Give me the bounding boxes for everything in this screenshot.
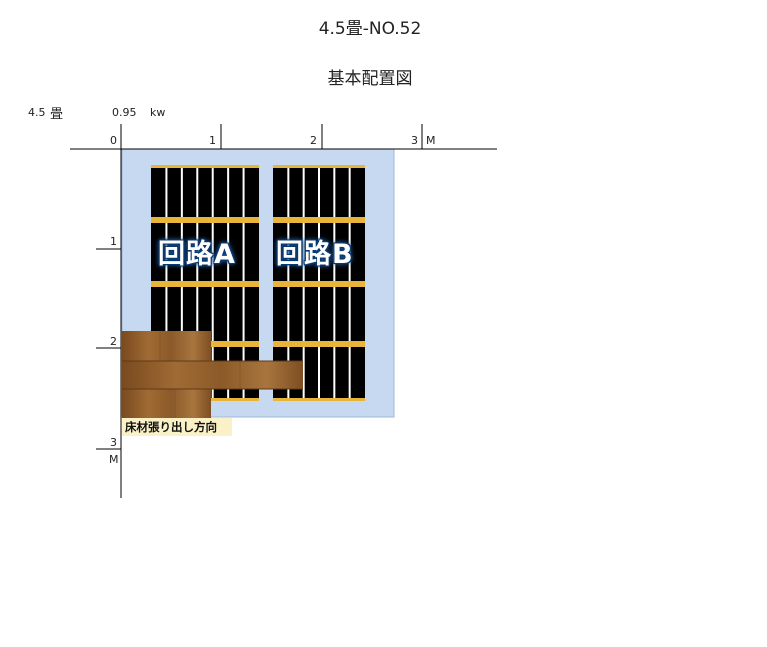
page-subtitle: 基本配置図: [327, 69, 413, 89]
x-tick-2: 2: [310, 134, 317, 147]
room-unit: 畳: [50, 107, 64, 122]
x-tick-0: 0: [110, 134, 117, 147]
heater-panel-5: [273, 165, 365, 220]
floor-direction-label: 床材張り出し方向: [122, 418, 232, 436]
y-tick-3: 3: [110, 436, 117, 449]
y-tick-2: 2: [110, 335, 117, 348]
x-tick-3: 3: [411, 134, 418, 147]
heater-panel-1: [151, 165, 259, 220]
floor-board-1: [122, 331, 211, 361]
y-unit: M: [109, 453, 119, 466]
x-tick-1: 1: [209, 134, 216, 147]
circuit-b-label: 回路B: [276, 239, 354, 270]
heater-panel-2: [151, 220, 259, 284]
heater-panel-7: [273, 284, 365, 344]
page-title: 4.5畳-NO.52: [318, 19, 422, 39]
floor-board-2: [122, 361, 303, 389]
heater-panel-6: [273, 220, 365, 284]
power-value: 0.95: [112, 106, 137, 119]
floor-board-3: [122, 389, 211, 418]
room-size: 4.5: [28, 106, 46, 119]
power-unit: kw: [150, 106, 166, 119]
x-unit: M: [426, 134, 436, 147]
y-tick-1: 1: [110, 235, 117, 248]
circuit-a-label: 回路A: [158, 239, 236, 270]
floor-boards: [122, 331, 303, 418]
